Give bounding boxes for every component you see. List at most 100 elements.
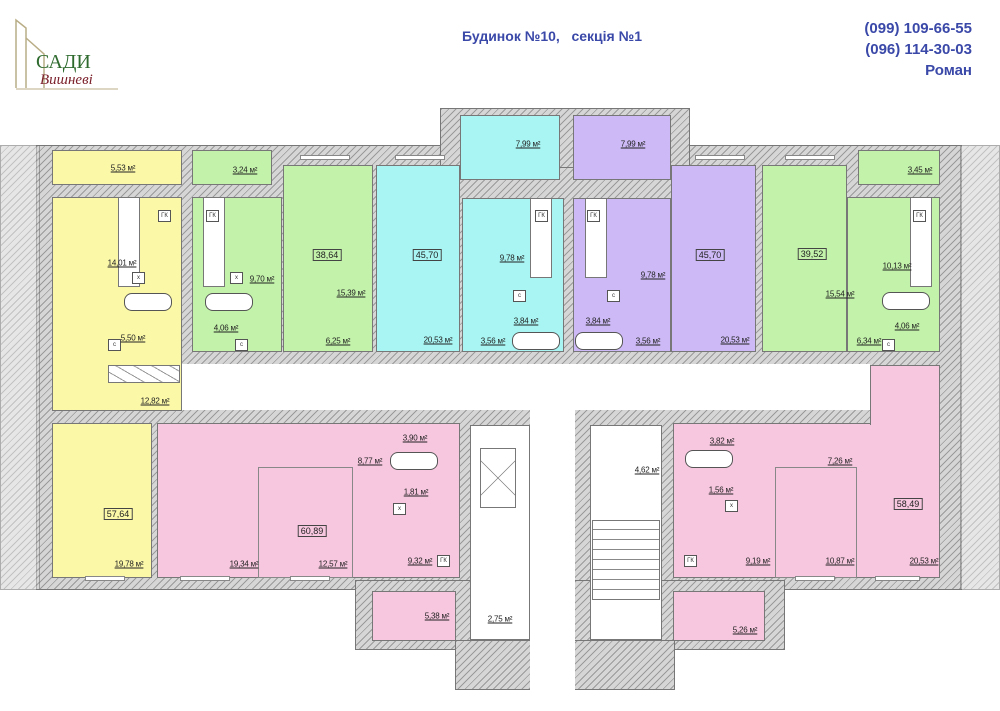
green-right-room[interactable] [762,165,847,352]
phone-1[interactable]: (099) 109-66-55 [864,20,972,37]
boiler-label: ГК [587,210,600,222]
svg-text:Вишневі: Вишневі [40,72,93,88]
area-label: 1,81 м² [403,487,429,497]
bathtub [685,450,733,468]
green-left-room[interactable] [283,165,373,352]
stairs [592,520,660,600]
pink-left-bedroom[interactable] [258,467,353,578]
area-label: 9,19 м² [745,556,771,566]
logo-house-icon: САДИ Вишневі [15,18,118,90]
pink-right-balcony[interactable] [673,591,765,641]
area-label: 9,78 м² [640,270,666,280]
svg-text:САДИ: САДИ [36,51,91,73]
area-label: 12,82 м² [140,396,170,406]
area-label: 9,32 м² [407,556,433,566]
window [695,155,745,160]
area-label: 4,62 м² [634,465,660,475]
bathtub [205,293,253,311]
area-label: 6,34 м² [856,336,882,346]
window [785,155,835,160]
area-label: 3,90 м² [402,433,428,443]
window [875,576,920,581]
pink-right-bedroom[interactable] [775,467,857,578]
washer-label: с [108,339,121,351]
washer-label: с [513,290,526,302]
yellow-kitchen-counter [118,197,140,287]
washer-label: с [607,290,620,302]
boiler-label: ГК [535,210,548,222]
area-label: 6,25 м² [325,336,351,346]
area-label: 7,99 м² [515,139,541,149]
logo: САДИ Вишневі [14,18,120,90]
area-label: 5,38 м² [424,611,450,621]
area-label: 3,84 м² [513,316,539,326]
apartment-total: 60,89 [297,525,327,537]
window [180,576,230,581]
yellow-apartment-bottom[interactable] [52,423,152,578]
washer-label: с [882,339,895,351]
area-label: 4,06 м² [894,321,920,331]
purple-room[interactable] [671,165,756,352]
lobby[interactable] [530,410,575,690]
green-left-balcony[interactable] [192,150,272,185]
area-label: 9,70 м² [249,274,275,284]
area-label: 4,06 м² [213,323,239,333]
purple-balcony[interactable] [573,115,671,180]
fridge-label: х [230,272,243,284]
yellow-balcony[interactable] [52,150,182,185]
green-right-balcony[interactable] [858,150,940,185]
area-label: 5,50 м² [120,333,146,343]
area-label: 20,53 м² [909,556,939,566]
area-label: 3,84 м² [585,316,611,326]
contact-name: Роман [925,62,972,79]
bathtub [882,292,930,310]
yellow-wardrobe [108,365,180,383]
area-label: 9,78 м² [499,253,525,263]
bathtub [575,332,623,350]
area-label: 20,53 м² [423,335,453,345]
fridge-label: х [725,500,738,512]
window [300,155,350,160]
apartment-total: 39,52 [797,248,827,260]
area-label: 5,53 м² [110,163,136,173]
pink-left-balcony[interactable] [372,591,456,641]
boiler-label: ГК [206,210,219,222]
window [85,576,125,581]
apartment-total: 38,64 [312,249,342,261]
corridor[interactable] [182,364,870,410]
area-label: 15,54 м² [825,289,855,299]
area-label: 7,99 м² [620,139,646,149]
adjacent-wall-right [960,145,1000,590]
adjacent-wall-left [0,145,40,590]
apartment-total: 57,64 [103,508,133,520]
area-label: 10,13 м² [882,261,912,271]
area-label: 15,39 м² [336,288,366,298]
bathtub [512,332,560,350]
cyan-room[interactable] [376,165,460,352]
fridge-label: х [393,503,406,515]
apartment-total: 58,49 [893,498,923,510]
cyan-balcony[interactable] [460,115,560,180]
bathtub [390,452,438,470]
area-label: 3,24 м² [232,165,258,175]
apartment-total: 45,70 [695,249,725,261]
area-label: 20,53 м² [720,335,750,345]
area-label: 3,56 м² [480,336,506,346]
area-label: 10,87 м² [825,556,855,566]
washer-label: с [235,339,248,351]
area-label: 3,82 м² [709,436,735,446]
area-label: 3,45 м² [907,165,933,175]
area-label: 8,77 м² [357,456,383,466]
boiler-label: ГК [913,210,926,222]
elevator-shaft [480,448,516,508]
area-label: 5,26 м² [732,625,758,635]
area-label: 19,34 м² [229,559,259,569]
area-label: 3,56 м² [635,336,661,346]
area-label: 7,26 м² [827,456,853,466]
bathtub [124,293,172,311]
phone-2[interactable]: (096) 114-30-03 [865,41,972,58]
area-label: 2,75 м² [487,614,513,624]
pink-right-living-extension[interactable] [870,365,940,425]
page-title: Будинок №10, секція №1 [462,28,642,44]
